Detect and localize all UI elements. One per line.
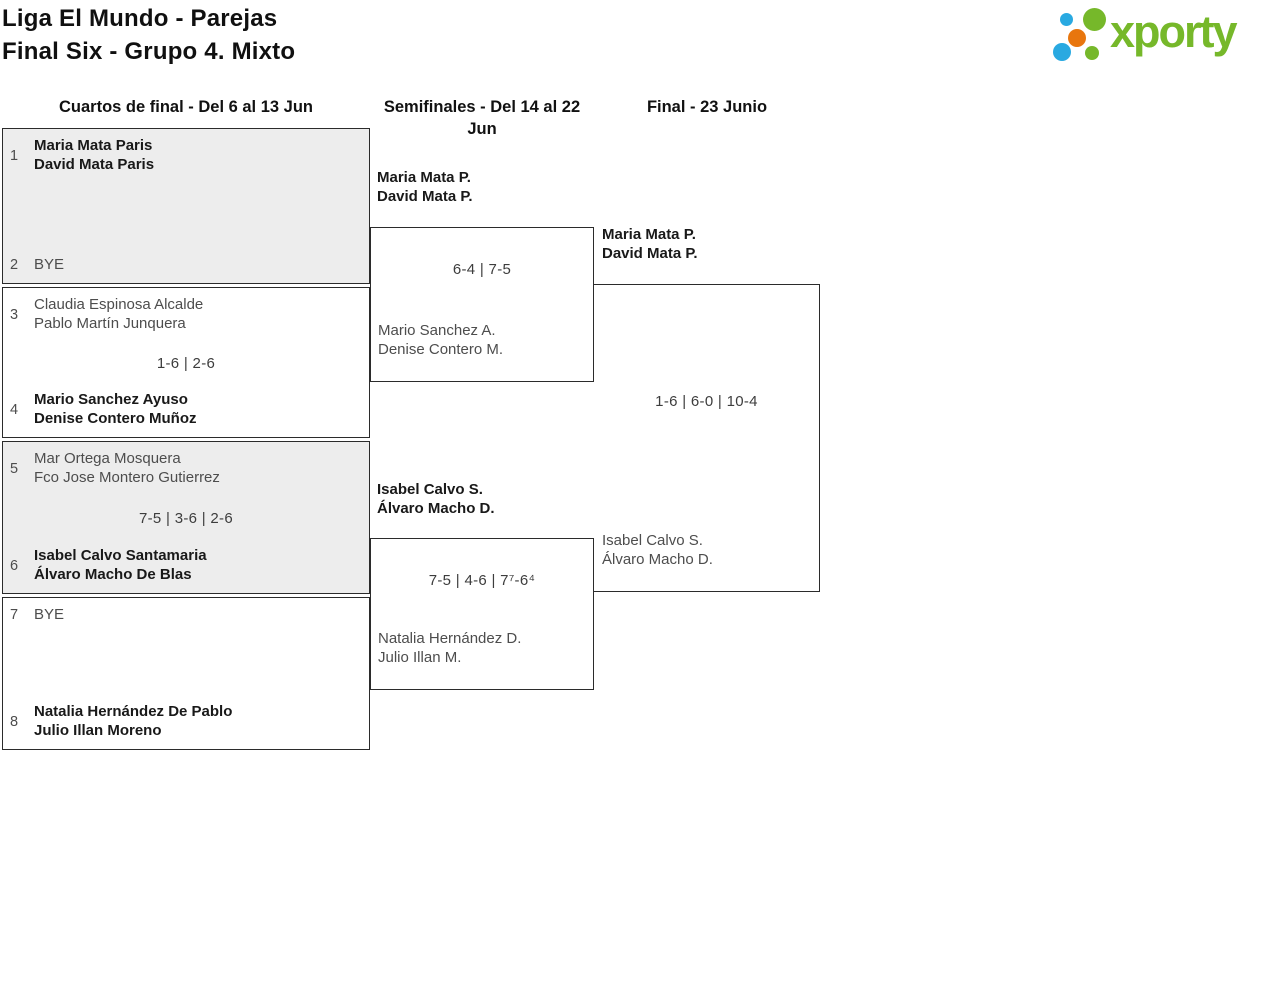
participant-advanced[interactable]: Maria Mata P. David Mata P. [377,169,473,206]
participant[interactable]: 1 Maria Mata Paris David Mata Paris [10,137,363,174]
participant-name: Julio Illan Moreno [34,721,162,739]
participant-name: Maria Mata P. [602,226,696,243]
page-title: Liga El Mundo - Parejas Final Six - Grup… [2,2,295,68]
participant[interactable]: Isabel Calvo S. Álvaro Macho D. [602,532,713,569]
match-box-qf2: 3 Claudia Espinosa Alcalde Pablo Martín … [2,287,370,438]
match-box-qf4: 7 BYE 8 Natalia Hernández De Pablo Julio… [2,597,370,750]
seed-number: 1 [10,147,19,164]
round-header-cuartos: Cuartos de final - Del 6 al 13 Jun [59,98,313,116]
participant-name: Isabel Calvo S. [602,532,703,549]
match-score: 6-4 | 7-5 [452,261,512,278]
seed-number: 7 [10,607,19,624]
participant[interactable]: 5 Mar Ortega Mosquera Fco Jose Montero G… [10,450,363,487]
participant[interactable]: 2 BYE [10,256,363,275]
participant[interactable]: Natalia Hernández D. Julio Illan M. [378,630,521,667]
participant-name: BYE [34,255,65,273]
seed-number: 5 [10,460,19,477]
match-score: 1-6 | 2-6 [156,355,216,373]
match-box-qf1: 1 Maria Mata Paris David Mata Paris 2 BY… [2,128,370,284]
participant[interactable]: Mario Sanchez A. Denise Contero M. [378,322,503,359]
participant-name: Fco Jose Montero Gutierrez [34,468,220,486]
participant-name: Natalia Hernández D. [378,630,522,647]
match-score: 7-5 | 3-6 | 2-6 [138,509,233,527]
participant-name: Denise Contero M. [378,340,504,358]
match-score: 1-6 | 6-0 | 10-4 [655,393,758,410]
match-box-sf1: 6-4 | 7-5 Mario Sanchez A. Denise Conter… [370,227,594,382]
participant[interactable]: 6 Isabel Calvo Santamaria Álvaro Macho D… [10,547,363,584]
seed-number: 2 [10,256,19,273]
logo-dot-icon [1053,43,1071,61]
seed-number: 4 [10,401,19,418]
logo-dot-icon [1083,8,1106,31]
participant-name: David Mata Paris [34,155,155,173]
logo-dot-icon [1068,29,1086,47]
page-title-line1: Liga El Mundo - Parejas [2,5,278,32]
participant-name: Mario Sanchez A. [378,322,496,339]
participant-name: Natalia Hernández De Pablo [34,703,233,720]
match-score: 7-5 | 4-6 | 7⁷-6⁴ [428,572,536,589]
match-box-qf3: 5 Mar Ortega Mosquera Fco Jose Montero G… [2,441,370,594]
participant-name: David Mata P. [377,187,473,205]
page-title-line2: Final Six - Grupo 4. Mixto [2,38,296,65]
participant-name: Isabel Calvo S. [377,481,483,498]
participant[interactable]: 7 BYE [10,606,363,625]
participant-name: Mar Ortega Mosquera [34,450,181,467]
participant-name: Claudia Espinosa Alcalde [34,296,204,313]
seed-number: 8 [10,713,19,730]
match-box-final: 1-6 | 6-0 | 10-4 Isabel Calvo S. Álvaro … [594,284,820,592]
participant-name: Denise Contero Muñoz [34,409,197,427]
round-header-semifinales: Semifinales - Del 14 al 22 Jun [383,98,581,138]
seed-number: 3 [10,306,19,323]
participant[interactable]: 3 Claudia Espinosa Alcalde Pablo Martín … [10,296,363,333]
participant-name: Maria Mata P. [377,169,471,186]
match-box-sf2: 7-5 | 4-6 | 7⁷-6⁴ Natalia Hernández D. J… [370,538,594,690]
participant[interactable]: 4 Mario Sanchez Ayuso Denise Contero Muñ… [10,391,363,428]
logo-wordmark: xporty [1110,6,1238,57]
participant-name: Pablo Martín Junquera [34,314,186,332]
participant-name: Álvaro Macho D. [377,499,495,517]
participant-name: Julio Illan M. [378,648,462,666]
participant-name: David Mata P. [602,244,698,262]
participant-name: Mario Sanchez Ayuso [34,391,188,408]
participant-name: Isabel Calvo Santamaria [34,547,207,564]
participant-name: Álvaro Macho D. [602,550,713,568]
participant-name: Álvaro Macho De Blas [34,565,192,583]
participant-name: Maria Mata Paris [34,137,153,154]
participant-advanced[interactable]: Maria Mata P. David Mata P. [602,226,698,263]
logo-dot-icon [1085,46,1099,60]
round-header-final: Final - 23 Junio [646,98,768,116]
logo-dot-icon [1060,13,1073,26]
seed-number: 6 [10,557,19,574]
participant[interactable]: 8 Natalia Hernández De Pablo Julio Illan… [10,703,363,740]
participant-name: BYE [34,606,65,623]
participant-advanced[interactable]: Isabel Calvo S. Álvaro Macho D. [377,481,495,518]
